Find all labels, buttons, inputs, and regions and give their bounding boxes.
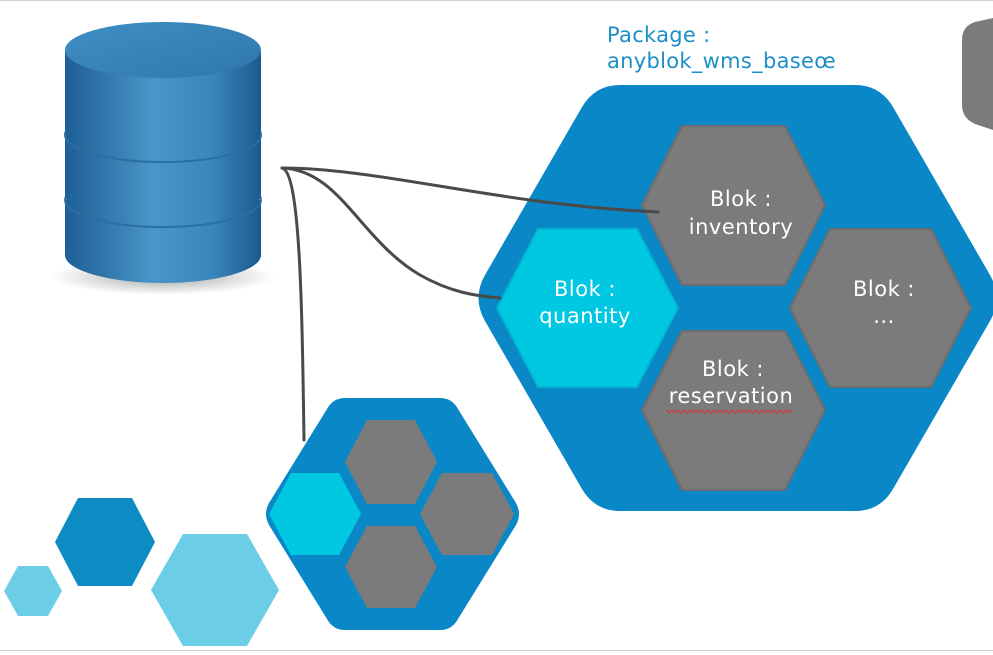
- small-blok-top-hexagon: [345, 420, 437, 504]
- blok-other-hexagon: [789, 228, 972, 388]
- blok-other-line1: Blok :: [853, 277, 915, 301]
- spellcheck-underline: [665, 409, 793, 414]
- database-icon: [51, 22, 275, 295]
- connector-to-inventory: [280, 166, 660, 214]
- small-blok-right-hexagon: [420, 473, 514, 555]
- blok-quantity-line1: Blok :: [554, 277, 616, 301]
- top-border: [0, 0, 993, 1]
- blok-quantity-line2: quantity: [539, 304, 631, 328]
- connector-to-quantity: [280, 166, 502, 300]
- small-package-hexagon: [266, 398, 519, 630]
- decor-hexagon-small: [4, 566, 62, 616]
- blok-reservation-hexagon: [641, 330, 826, 491]
- connector-lines: [280, 166, 660, 442]
- blok-inventory-line1: Blok :: [710, 187, 772, 211]
- blok-other-line2: ...: [873, 304, 895, 328]
- small-blok-bottom-hexagon: [345, 526, 437, 608]
- package-label-line2: anyblok_wms_baseœ: [607, 49, 836, 73]
- package-label: Package : anyblok_wms_baseœ: [607, 22, 836, 74]
- bottom-border: [0, 650, 993, 651]
- blok-inventory-hexagon: [641, 125, 826, 286]
- package-label-line1: Package :: [607, 23, 711, 47]
- partial-hexagon-shape: [962, 18, 993, 130]
- blok-quantity-hexagon: [496, 228, 679, 388]
- connector-to-small-package: [280, 166, 306, 442]
- blok-inventory-line2: inventory: [689, 215, 793, 239]
- package-hexagon: [478, 85, 993, 511]
- small-blok-cyan-hexagon: [269, 473, 361, 555]
- decor-hexagon-medium: [55, 498, 155, 586]
- blok-reservation-line2: reservation: [669, 384, 794, 408]
- decor-hexagon-large: [151, 534, 279, 646]
- blok-reservation-line1: Blok :: [702, 357, 764, 381]
